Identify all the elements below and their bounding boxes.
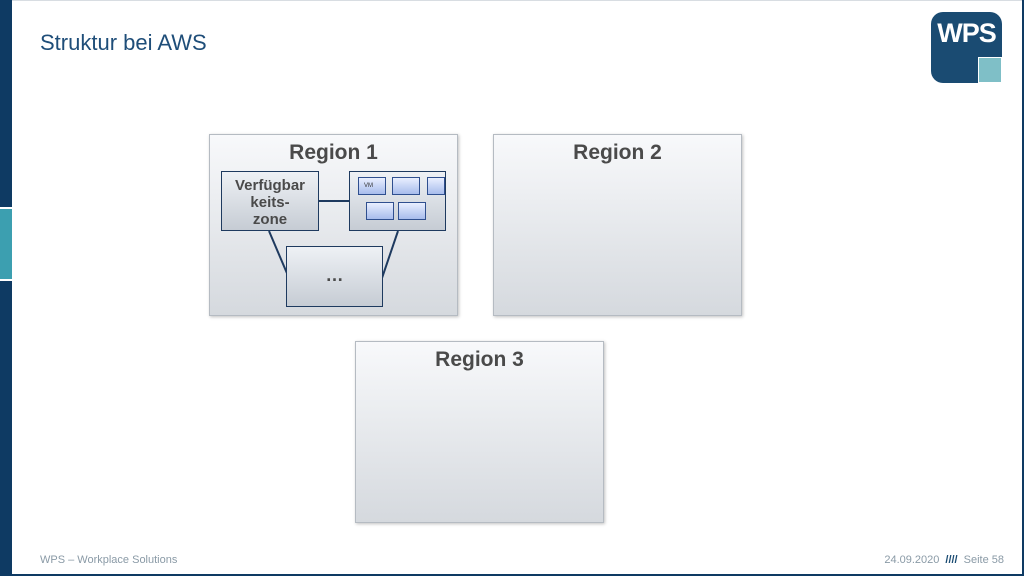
connector-line — [381, 230, 399, 279]
region-3-box: Region 3 — [355, 341, 604, 523]
more-zones-box: … — [286, 246, 383, 307]
left-accent-bar — [0, 209, 12, 279]
logo-text: WPS — [937, 18, 997, 48]
footer-date: 24.09.2020 — [884, 554, 940, 566]
availability-zone-label: Verfügbar keits- zone — [234, 177, 306, 228]
region-1-box: Region 1 Verfügbar keits- zone VM … — [209, 134, 458, 316]
connector-line — [268, 230, 290, 279]
footer-separator: //// — [945, 554, 958, 566]
right-border — [1022, 0, 1024, 576]
slide-title: Struktur bei AWS — [40, 30, 207, 55]
vm-zone-box: VM — [349, 171, 446, 231]
bottom-border — [12, 574, 1024, 576]
vm-box — [427, 177, 445, 195]
more-zones-label: … — [325, 265, 344, 285]
vm-box — [392, 177, 420, 195]
footer-company: WPS – Workplace Solutions — [40, 554, 178, 566]
footer-meta: 24.09.2020 //// Seite 58 — [884, 554, 1004, 566]
region-2-box: Region 2 — [493, 134, 742, 316]
top-border — [12, 0, 1024, 1]
left-bar-divider — [0, 207, 12, 209]
region-2-title: Region 2 — [573, 141, 662, 164]
footer-page-number: Seite 58 — [963, 554, 1004, 566]
vm-box — [366, 202, 394, 220]
vm-box: VM — [358, 177, 386, 195]
left-brand-bar — [0, 0, 12, 576]
vm-box — [398, 202, 426, 220]
vm-label: VM — [364, 183, 373, 189]
region-3-title: Region 3 — [435, 348, 524, 371]
left-bar-divider — [0, 279, 12, 281]
logo-square — [978, 57, 1002, 83]
wps-logo: WPS — [931, 12, 1002, 83]
availability-zone-box: Verfügbar keits- zone — [221, 171, 319, 231]
region-1-title: Region 1 — [289, 141, 378, 164]
